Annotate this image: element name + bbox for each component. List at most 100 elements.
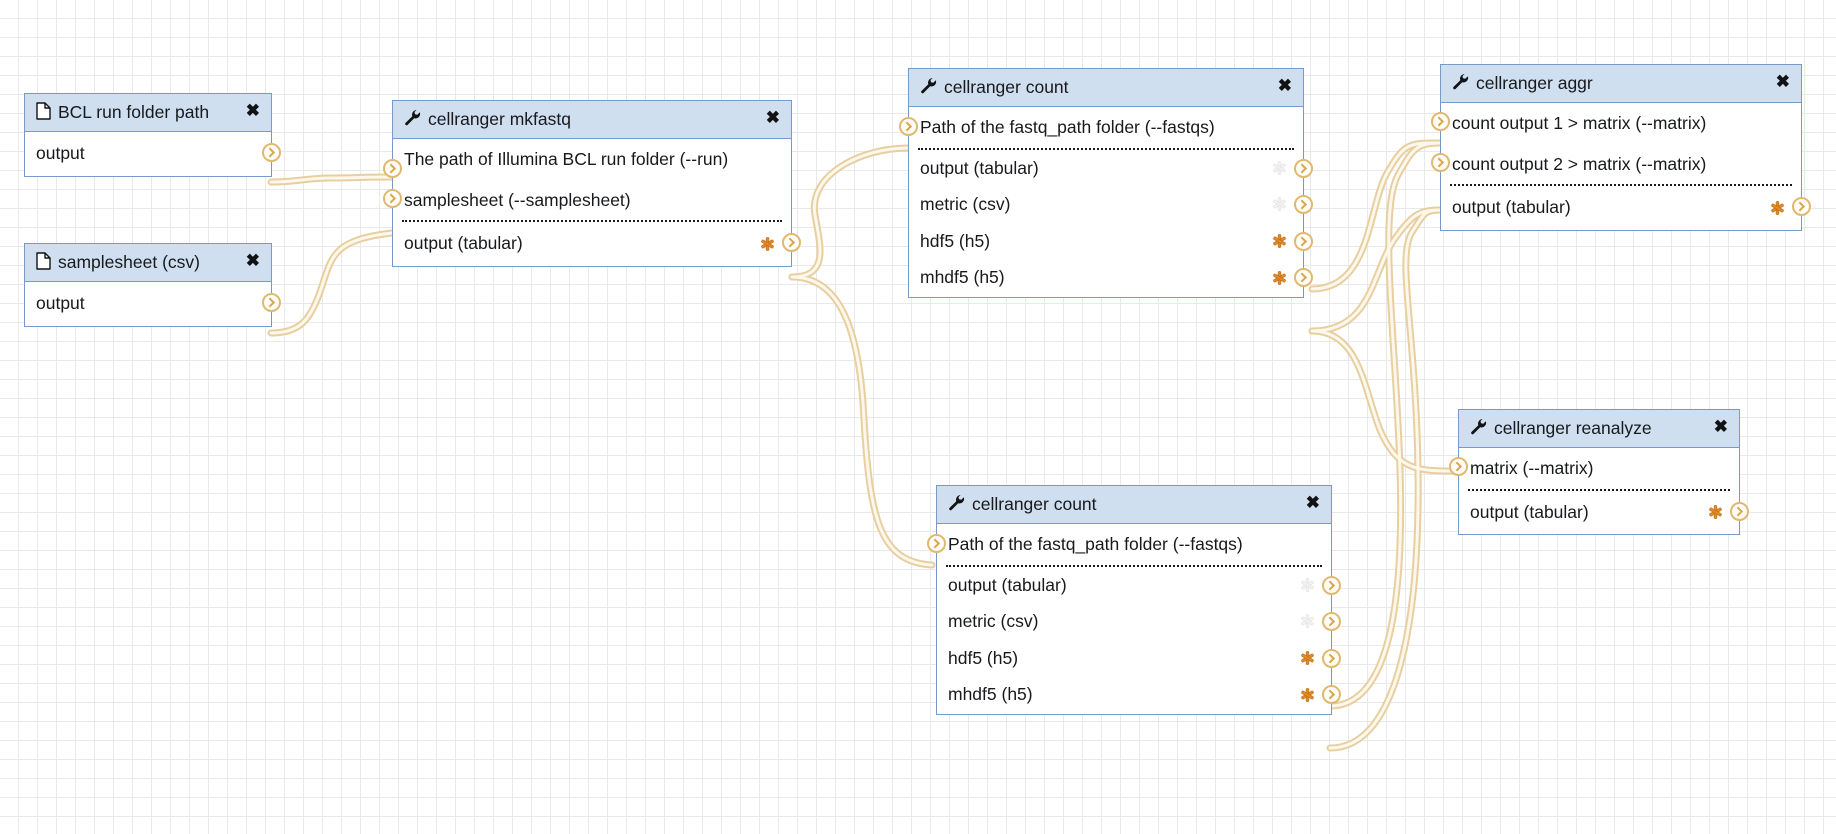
output-label: hdf5 (h5) (920, 230, 991, 251)
output-row[interactable]: output (25, 282, 281, 325)
output-label: metric (csv) (920, 194, 1011, 215)
node-header[interactable]: cellranger mkfastq ✖ (393, 101, 791, 140)
output-row[interactable]: mhdf5 (h5) (937, 676, 1341, 714)
output-label: mhdf5 (h5) (948, 683, 1033, 704)
output-terminal[interactable] (1294, 195, 1313, 215)
node-title: BCL run folder path (58, 102, 210, 122)
input-terminal[interactable] (899, 117, 918, 137)
input-label: The path of Illumina BCL run folder (--r… (404, 149, 729, 170)
node-title: cellranger count (972, 494, 1097, 514)
output-row[interactable]: output (tabular) (1441, 186, 1811, 229)
node-cellranger-count-2[interactable]: cellranger count ✖ Path of the fastq_pat… (927, 485, 1341, 716)
node-cellranger-reanalyze[interactable]: cellranger reanalyze ✖ matrix (--matrix)… (1449, 409, 1749, 536)
output-row[interactable]: metric (csv) (909, 186, 1313, 222)
output-label: output (36, 143, 85, 164)
input-row[interactable]: The path of Illumina BCL run folder (--r… (383, 139, 791, 179)
output-label: output (tabular) (948, 574, 1067, 595)
node-samplesheet-csv[interactable]: samplesheet (csv) ✖ output (24, 243, 281, 327)
output-terminal[interactable] (1730, 501, 1749, 521)
output-terminal[interactable] (1322, 575, 1341, 595)
wrench-icon (1452, 73, 1469, 90)
output-row[interactable]: hdf5 (h5) (909, 223, 1313, 259)
close-icon[interactable]: ✖ (245, 101, 260, 120)
input-terminal[interactable] (383, 159, 402, 179)
node-cellranger-count-1[interactable]: cellranger count ✖ Path of the fastq_pat… (899, 68, 1313, 299)
output-label: output (tabular) (404, 233, 523, 254)
input-label: count output 2 > matrix (--matrix) (1452, 153, 1707, 174)
input-row[interactable]: Path of the fastq_path folder (--fastqs) (899, 107, 1303, 147)
output-row[interactable]: metric (csv) (937, 603, 1341, 639)
input-terminal[interactable] (383, 188, 402, 208)
node-body: matrix (--matrix) output (tabular) (1449, 448, 1749, 535)
node-header[interactable]: cellranger reanalyze ✖ (1459, 410, 1739, 449)
output-terminal[interactable] (1792, 197, 1811, 217)
input-row[interactable]: samplesheet (--samplesheet) (383, 180, 791, 220)
output-terminal[interactable] (262, 143, 281, 163)
output-terminal[interactable] (1322, 648, 1341, 668)
output-row[interactable]: output (tabular) (393, 222, 801, 265)
output-terminal[interactable] (1322, 684, 1341, 704)
close-icon[interactable]: ✖ (1775, 72, 1790, 91)
asterisk-icon-active (1708, 505, 1723, 520)
close-icon[interactable]: ✖ (1305, 493, 1320, 512)
output-label: output (36, 293, 85, 314)
output-terminal[interactable] (1294, 158, 1313, 178)
node-header[interactable]: samplesheet (csv) ✖ (25, 244, 271, 283)
output-row[interactable]: output (tabular) (909, 150, 1313, 186)
node-title: cellranger reanalyze (1494, 418, 1652, 438)
input-row[interactable]: count output 2 > matrix (--matrix) (1431, 144, 1801, 184)
output-row[interactable]: output (tabular) (937, 567, 1341, 603)
output-terminal[interactable] (1294, 267, 1313, 287)
input-label: Path of the fastq_path folder (--fastqs) (920, 117, 1215, 138)
node-title: cellranger count (944, 77, 1069, 97)
wrench-icon (404, 109, 421, 126)
close-icon[interactable]: ✖ (765, 108, 780, 127)
output-row[interactable]: output (25, 132, 281, 175)
output-terminal[interactable] (1322, 612, 1341, 632)
input-terminal[interactable] (1431, 112, 1450, 132)
output-terminal[interactable] (782, 233, 801, 253)
input-row[interactable]: matrix (--matrix) (1449, 448, 1739, 488)
asterisk-icon-active (760, 236, 775, 251)
node-header[interactable]: cellranger aggr ✖ (1441, 65, 1801, 104)
output-label: output (tabular) (920, 157, 1039, 178)
output-row[interactable]: output (tabular) (1459, 491, 1749, 534)
node-title: cellranger aggr (1476, 73, 1593, 93)
io-divider (402, 220, 782, 223)
close-icon[interactable]: ✖ (1713, 417, 1728, 436)
wrench-icon (920, 77, 937, 94)
io-divider (1450, 184, 1792, 187)
asterisk-icon-inactive (1300, 577, 1315, 592)
output-row[interactable]: hdf5 (h5) (937, 640, 1341, 676)
input-terminal[interactable] (1449, 457, 1468, 477)
output-label: output (tabular) (1470, 501, 1589, 522)
node-header[interactable]: BCL run folder path ✖ (25, 94, 271, 133)
asterisk-icon-active (1300, 688, 1315, 703)
asterisk-icon-active (1272, 233, 1287, 248)
output-terminal[interactable] (262, 293, 281, 313)
input-label: matrix (--matrix) (1470, 458, 1594, 479)
io-divider (1468, 488, 1730, 491)
node-cellranger-aggr[interactable]: cellranger aggr ✖ count output 1 > matri… (1431, 64, 1811, 231)
file-icon (36, 102, 51, 120)
node-body: output (25, 132, 281, 176)
node-header[interactable]: cellranger count ✖ (937, 486, 1331, 525)
node-cellranger-mkfastq[interactable]: cellranger mkfastq ✖ The path of Illumin… (383, 100, 801, 267)
file-icon (36, 252, 51, 270)
output-label: metric (csv) (948, 611, 1039, 632)
input-terminal[interactable] (1431, 152, 1450, 172)
input-row[interactable]: count output 1 > matrix (--matrix) (1431, 103, 1801, 143)
node-header[interactable]: cellranger count ✖ (909, 69, 1303, 108)
node-bcl-run-folder-path[interactable]: BCL run folder path ✖ output (24, 93, 281, 177)
input-terminal[interactable] (927, 534, 946, 554)
asterisk-icon-inactive (1272, 160, 1287, 175)
output-terminal[interactable] (1294, 231, 1313, 251)
output-label: mhdf5 (h5) (920, 266, 1005, 287)
output-row[interactable]: mhdf5 (h5) (909, 259, 1313, 297)
close-icon[interactable]: ✖ (1277, 76, 1292, 95)
io-divider (918, 147, 1294, 150)
close-icon[interactable]: ✖ (245, 251, 260, 270)
input-row[interactable]: Path of the fastq_path folder (--fastqs) (927, 524, 1331, 564)
wrench-icon (948, 494, 965, 511)
